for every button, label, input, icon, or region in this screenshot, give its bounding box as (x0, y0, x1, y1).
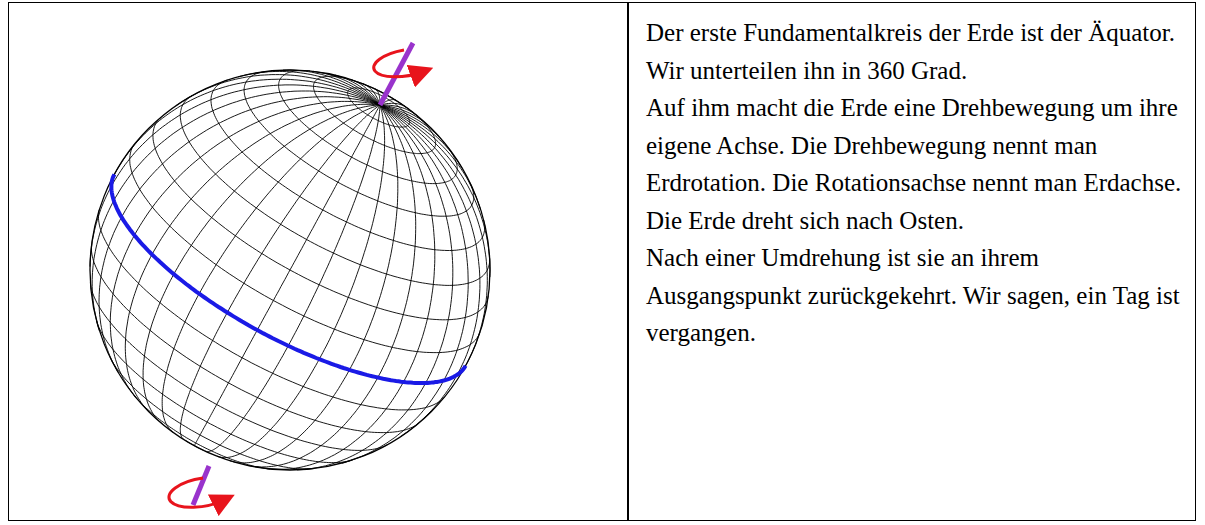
rotation-arrow-south (169, 478, 224, 507)
body-text: Auf ihm macht die Erde eine Drehbewegung… (646, 89, 1186, 202)
text-cell: Der erste Fundamentalkreis der Erde ist … (646, 14, 1186, 352)
body-text: Der erste Fundamentalkreis der Erde ist … (646, 14, 1186, 89)
body-text: Die Erde dreht sich nach Osten. (646, 202, 1186, 240)
globe-outline (90, 70, 490, 470)
table-divider (627, 2, 629, 521)
grid-lines (90, 70, 490, 470)
body-text: Nach einer Umdrehung ist sie an ihrem Au… (646, 239, 1186, 352)
rotation-arrow-north (374, 50, 422, 77)
globe-illustration (0, 0, 630, 525)
equator-line (111, 174, 465, 383)
earth-axis-south (193, 466, 209, 505)
globe-grid (90, 70, 490, 470)
